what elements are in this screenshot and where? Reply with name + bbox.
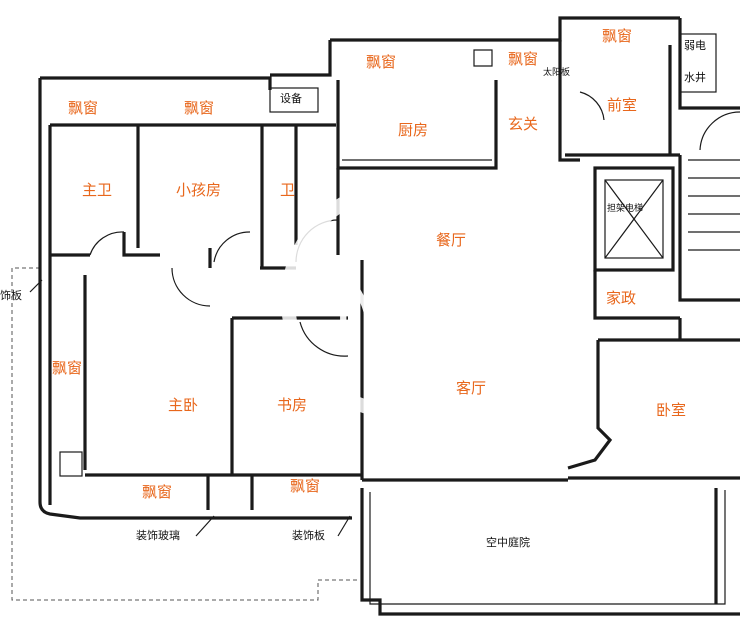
label-master-bedroom: 主卧 [168,396,199,414]
label-bay-window-kitchen: 飘窗 [366,53,397,71]
outer-wall-top-left [40,76,272,90]
label-front-hall: 前室 [607,96,638,114]
label-kitchen: 厨房 [398,121,429,139]
label-master-bath: 主卫 [82,181,113,199]
elevator-cross [604,179,664,259]
label-bay-window-front-hall: 飘窗 [602,27,633,45]
watermark-ring [281,181,519,419]
outer-wall-left [38,78,352,520]
label-bay-window-bottom-middle: 飘窗 [290,477,321,495]
door-swing-front [579,91,605,121]
label-equipment: 设备 [280,92,302,105]
label-entrance: 玄关 [508,115,539,133]
label-decor-panel-bottom: 装饰板 [292,529,325,542]
leader-decor-glass [195,515,215,537]
label-water-well: 水井 [684,71,706,84]
wall-sky-garden [360,488,740,616]
wall-bedroom-left [567,340,613,470]
leader-decor-panel [337,515,351,537]
label-bay-window-bottom-left: 飘窗 [142,483,173,501]
equipment-box [269,87,319,113]
weak-electric-box [679,33,717,93]
label-dining-room: 餐厅 [436,231,467,249]
label-sky-garden: 空中庭院 [486,536,530,549]
wall-kitchen [336,80,498,170]
label-elevator: 担架电梯 [607,204,644,214]
stair-curve [699,111,740,151]
door-swing-bath [213,231,251,263]
master-bed-corner [59,451,83,477]
door-swing-study [299,321,349,357]
sky-garden-inner [369,490,726,605]
label-bay-window-left: 飘窗 [52,359,83,377]
watermark-text: 小胖看房 [315,271,489,417]
label-study: 书房 [277,396,308,414]
label-kids-room: 小孩房 [176,181,222,199]
label-bay-window-top-middle: 飘窗 [184,99,215,117]
wall-housekeeping [593,270,680,320]
outer-boundary-dashed [11,267,360,601]
leader-decor-left [29,279,43,293]
label-bedroom: 卧室 [656,401,687,419]
door-swing-kids [171,267,211,307]
wall-bath-bottom-b [122,232,160,257]
elevator-shaft [593,166,675,272]
label-decor-glass: 装饰玻璃 [136,529,180,542]
elevator-car [604,179,664,259]
label-bay-window-entry: 飘窗 [508,50,539,68]
label-weak-electric: 弱电 [684,39,706,52]
outer-wall-step [270,40,332,77]
wall-bedroom-top [598,318,740,342]
label-decor-panel-left: 饰板 [0,289,22,302]
kitchen-stove [473,49,493,67]
door-swing-master-bath [89,231,125,256]
label-sun-deck: 太阳板 [543,68,571,78]
outer-wall-top [330,16,680,42]
wall-entry [558,40,580,162]
label-living-room: 客厅 [456,379,487,397]
wall-bay-dividers [206,475,254,510]
label-bay-window-top-left: 飘窗 [68,99,99,117]
label-bath: 卫 [280,181,296,199]
stair-treads [688,159,740,251]
label-housekeeping: 家政 [606,289,637,307]
wall-stair [678,155,740,302]
